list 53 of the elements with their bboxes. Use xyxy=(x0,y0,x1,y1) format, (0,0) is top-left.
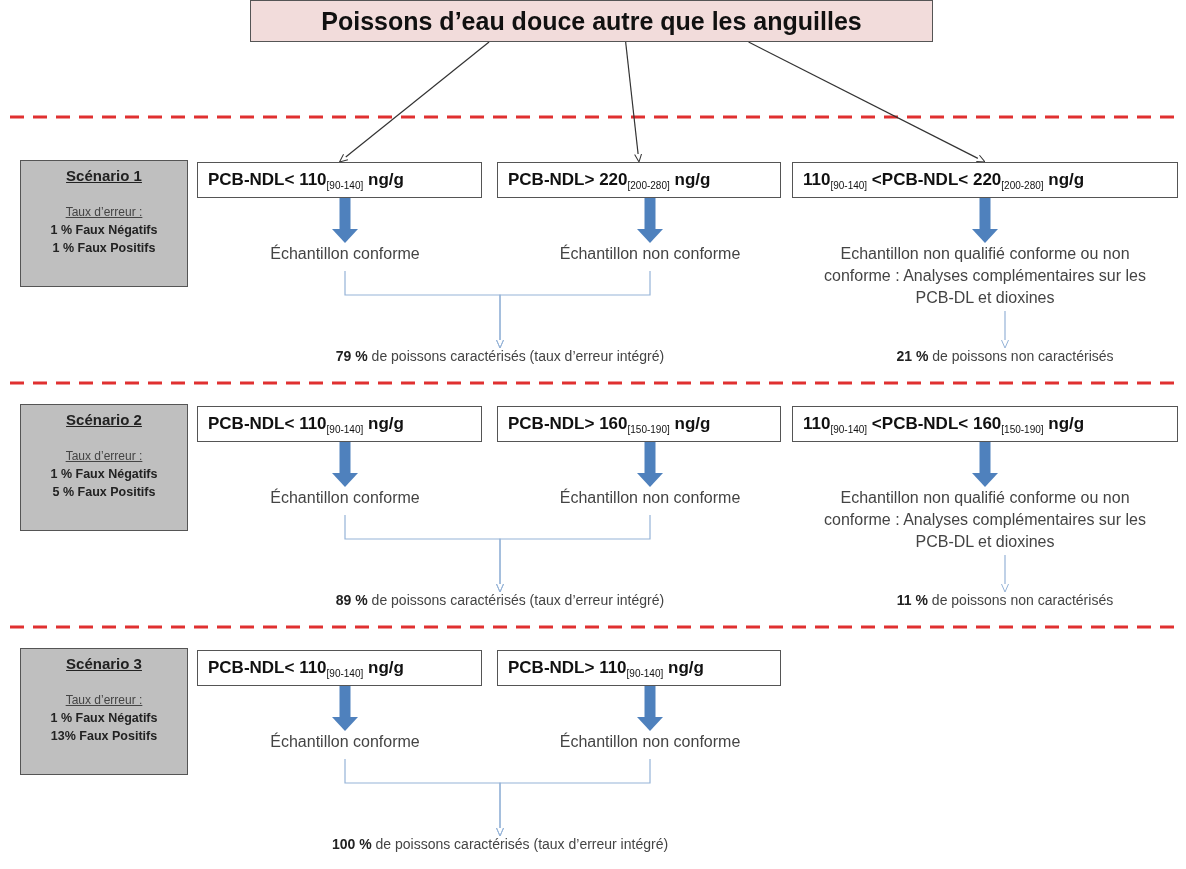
error-rate-heading: Taux d’erreur : xyxy=(65,693,143,707)
result-text: Échantillon non conforme xyxy=(559,731,741,753)
block-arrow xyxy=(972,198,998,243)
summary-text: 79 % de poissons caractérisés (taux d’erreur intégré) xyxy=(335,348,665,364)
scenario-heading: Scénario 2 xyxy=(66,411,142,428)
block-arrow xyxy=(637,442,663,487)
result-text: Échantillon conforme xyxy=(270,243,420,265)
arrow xyxy=(1001,310,1009,349)
error-rate-text: 1 % Faux Positifs xyxy=(52,241,156,255)
scenario-heading: Scénario 1 xyxy=(66,167,142,184)
error-rate-text: 1 % Faux Négatifs xyxy=(50,467,158,481)
condition-box: 110$_{[90-140]}$ <PCB-NDL< 220$_{[200-280]}$ ng/g xyxy=(792,162,1178,198)
summary-text: 89 % de poissons caractérisés (taux d’erreur intégré) xyxy=(335,592,665,608)
arrow xyxy=(1001,554,1009,593)
summary-text: 11 % de poissons non caractérisés xyxy=(896,592,1114,608)
condition-box: PCB-NDL< 110$_{[90-140]}$ ng/g xyxy=(197,162,482,198)
arrow xyxy=(496,270,651,349)
arrow xyxy=(496,514,651,593)
arrow xyxy=(496,758,651,837)
condition-box: PCB-NDL> 110$_{[90-140]}$ ng/g xyxy=(497,650,781,686)
block-arrow xyxy=(332,442,358,487)
result-text: Échantillon conforme xyxy=(270,731,420,753)
block-arrow xyxy=(332,686,358,731)
error-rate-heading: Taux d’erreur : xyxy=(65,449,143,463)
summary-text: 21 % de poissons non caractérisés xyxy=(896,348,1114,364)
result-text: Echantillon non qualifié conforme ou non conforme : Analyses complémentaires sur les PCB-DL et dioxines xyxy=(805,243,1165,309)
error-rate-heading: Taux d’erreur : xyxy=(65,205,143,219)
error-rate-text: 1 % Faux Négatifs xyxy=(50,711,158,725)
condition-box: PCB-NDL< 110$_{[90-140]}$ ng/g xyxy=(197,406,482,442)
title-box: Poissons d’eau douce autre que les anguilles xyxy=(250,0,933,42)
block-arrow xyxy=(637,686,663,731)
condition-box: PCB-NDL> 160$_{[150-190]}$ ng/g xyxy=(497,406,781,442)
result-text: Échantillon conforme xyxy=(270,487,420,509)
error-rate-text: 13% Faux Positifs xyxy=(50,729,158,743)
arrow xyxy=(339,41,490,163)
error-rate-text: 5 % Faux Positifs xyxy=(52,485,156,499)
block-arrow xyxy=(637,198,663,243)
result-text: Échantillon non conforme xyxy=(559,243,741,265)
result-text: Echantillon non qualifié conforme ou non conforme : Analyses complémentaires sur les PCB-DL et dioxines xyxy=(805,487,1165,553)
condition-box: PCB-NDL< 110$_{[90-140]}$ ng/g xyxy=(197,650,482,686)
scenario-box xyxy=(20,160,188,287)
arrow xyxy=(625,41,643,163)
scenario-box xyxy=(20,404,188,531)
condition-box: 110$_{[90-140]}$ <PCB-NDL< 160$_{[150-190]}$ ng/g xyxy=(792,406,1178,442)
error-rate-text: 1 % Faux Négatifs xyxy=(50,223,158,237)
arrow xyxy=(748,41,986,163)
block-arrow xyxy=(332,198,358,243)
block-arrow xyxy=(972,442,998,487)
scenario-box xyxy=(20,648,188,775)
scenario-heading: Scénario 3 xyxy=(66,655,142,672)
result-text: Échantillon non conforme xyxy=(559,487,741,509)
condition-box: PCB-NDL> 220$_{[200-280]}$ ng/g xyxy=(497,162,781,198)
summary-text: 100 % de poissons caractérisés (taux d’erreur intégré) xyxy=(331,836,669,852)
